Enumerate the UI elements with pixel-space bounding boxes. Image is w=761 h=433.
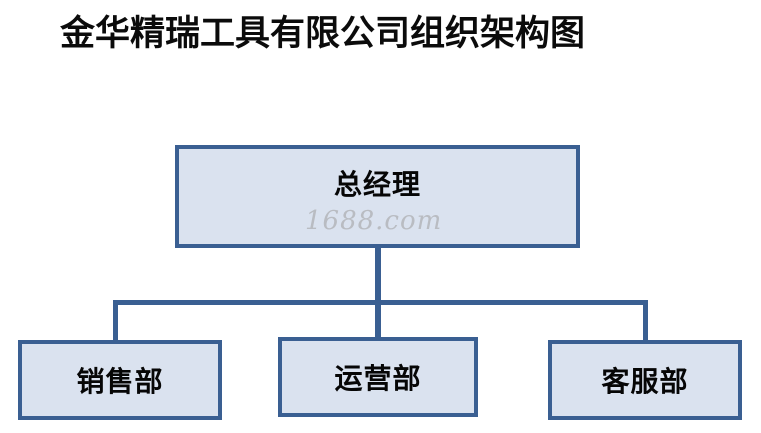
connector-root-vertical xyxy=(375,246,381,304)
org-node-sales[interactable]: 销售部 xyxy=(18,340,222,420)
org-node-label: 总经理 xyxy=(333,167,421,201)
org-node-customer-service[interactable]: 客服部 xyxy=(548,340,742,420)
connector-drop-sales xyxy=(113,300,118,342)
connector-drop-service xyxy=(643,300,648,342)
org-node-operations[interactable]: 运营部 xyxy=(278,337,478,417)
connector-drop-operations xyxy=(375,300,381,340)
org-node-general-manager[interactable]: 总经理 xyxy=(175,145,580,248)
org-node-label: 运营部 xyxy=(334,362,422,395)
org-node-label: 销售部 xyxy=(76,365,164,398)
org-node-label: 客服部 xyxy=(601,365,689,398)
page-title: 金华精瑞工具有限公司组织架构图 xyxy=(60,14,586,54)
